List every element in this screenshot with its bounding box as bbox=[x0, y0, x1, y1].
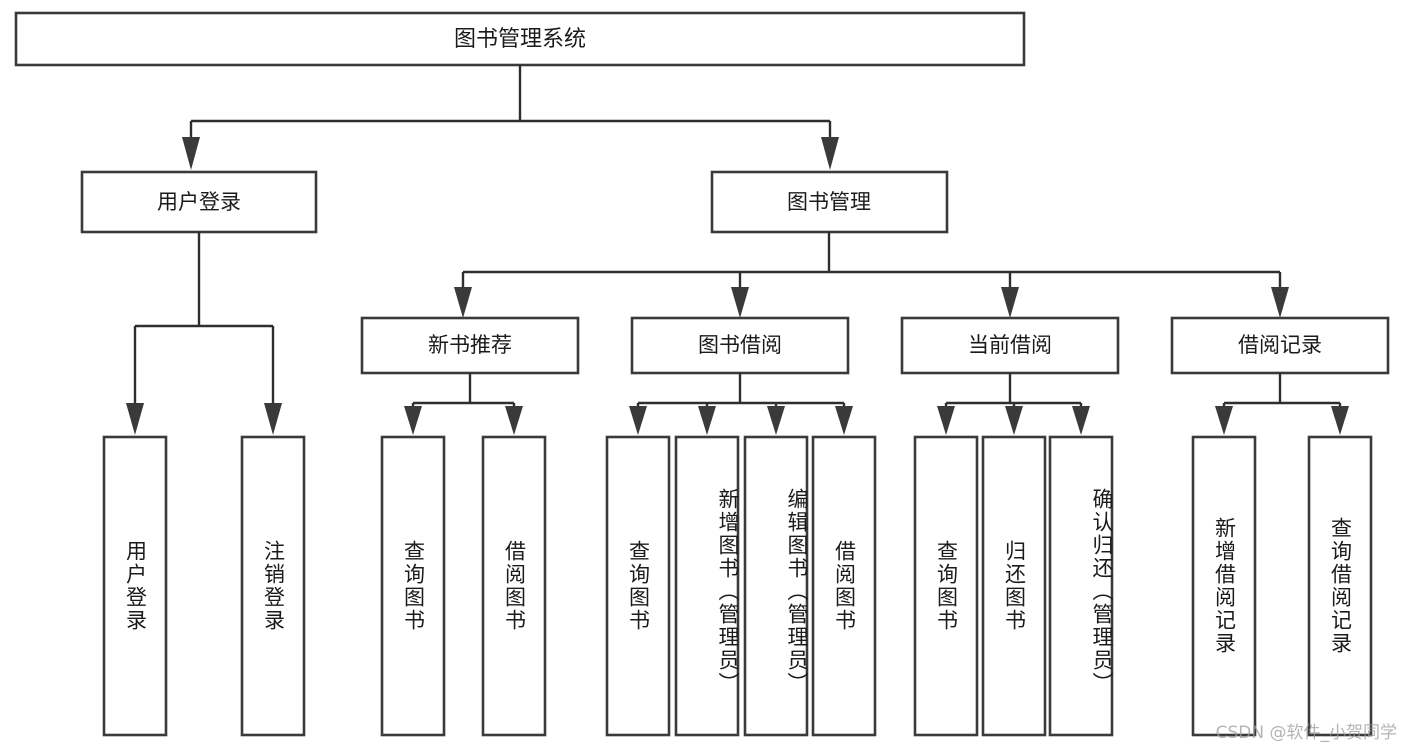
arrow-head-book-borrow bbox=[731, 287, 749, 318]
arrow-head-user-login bbox=[182, 137, 200, 170]
connector-borrow-record-to-leaves bbox=[1215, 373, 1349, 435]
node-root-label: 图书管理系统 bbox=[454, 27, 586, 52]
node-book-borrow-label: 图书借阅 bbox=[698, 333, 782, 357]
leaf-box-new-book-2[interactable] bbox=[481, 435, 547, 737]
arrow-head-leaf-book-borrow-4 bbox=[835, 406, 853, 435]
node-borrow-record[interactable]: 借阅记录 bbox=[1170, 316, 1390, 375]
leaf-box-current-borrow-1[interactable] bbox=[913, 435, 979, 737]
node-root[interactable]: 图书管理系统 bbox=[14, 11, 1026, 67]
node-user-login[interactable]: 用户登录 bbox=[80, 170, 318, 234]
csdn-watermark: CSDN @软件_小贺同学 bbox=[1215, 723, 1397, 743]
arrow-head-leaf-current-borrow-3 bbox=[1072, 406, 1090, 435]
connector-current-borrow-to-leaves bbox=[937, 373, 1090, 435]
arrow-head-leaf-current-borrow-2 bbox=[1005, 406, 1023, 435]
arrow-head-borrow-record bbox=[1271, 287, 1289, 318]
node-new-book-recommend-box[interactable] bbox=[360, 316, 580, 375]
arrow-head-leaf-new-book-2 bbox=[505, 406, 523, 435]
node-current-borrow-box[interactable] bbox=[900, 316, 1120, 375]
arrow-head-leaf-borrow-record-2 bbox=[1331, 406, 1349, 435]
leaf-box-borrow-record-1[interactable] bbox=[1191, 435, 1257, 737]
node-book-manage[interactable]: 图书管理 bbox=[710, 170, 949, 234]
node-current-borrow-label: 当前借阅 bbox=[968, 333, 1052, 357]
arrow-head-leaf-current-borrow-1 bbox=[937, 406, 955, 435]
connector-root-to-level2 bbox=[182, 65, 839, 170]
leaf-box-current-borrow-3[interactable] bbox=[1048, 435, 1114, 737]
arrow-head-current-borrow bbox=[1001, 287, 1019, 318]
leaf-box-borrow-record-2[interactable] bbox=[1307, 435, 1373, 737]
arrow-head-leaf-book-borrow-2 bbox=[698, 406, 716, 435]
arrow-head-leaf-book-borrow-1 bbox=[629, 406, 647, 435]
leaf-box-new-book-1[interactable] bbox=[380, 435, 446, 737]
node-borrow-record-box[interactable] bbox=[1170, 316, 1390, 375]
arrow-head-leaf-book-borrow-3 bbox=[767, 406, 785, 435]
node-new-book-recommend[interactable]: 新书推荐 bbox=[360, 316, 580, 375]
leaf-box-book-borrow-2[interactable] bbox=[674, 435, 740, 737]
arrow-head-leaf-borrow-record-1 bbox=[1215, 406, 1233, 435]
connector-book-borrow-to-leaves bbox=[629, 373, 853, 435]
leaf-box-user-login-2[interactable] bbox=[240, 435, 306, 737]
node-book-manage-label: 图书管理 bbox=[787, 190, 871, 214]
arrow-head-leaf-user-login-1 bbox=[126, 403, 144, 435]
connector-book-manage-to-level3 bbox=[454, 232, 1289, 318]
leaf-box-book-borrow-3[interactable] bbox=[743, 435, 809, 737]
node-book-borrow[interactable]: 图书借阅 bbox=[630, 316, 850, 375]
leaf-box-book-borrow-1[interactable] bbox=[605, 435, 671, 737]
node-new-book-recommend-label: 新书推荐 bbox=[428, 333, 512, 357]
leaf-box-user-login-1[interactable] bbox=[102, 435, 168, 737]
node-root-box[interactable] bbox=[14, 11, 1026, 67]
node-current-borrow[interactable]: 当前借阅 bbox=[900, 316, 1120, 375]
arrow-head-new-book bbox=[454, 287, 472, 318]
node-borrow-record-label: 借阅记录 bbox=[1238, 333, 1322, 357]
leaf-box-current-borrow-2[interactable] bbox=[981, 435, 1047, 737]
arrow-head-leaf-user-login-2 bbox=[264, 403, 282, 435]
node-book-borrow-box[interactable] bbox=[630, 316, 850, 375]
arrow-head-book-manage bbox=[821, 137, 839, 170]
leaf-box-book-borrow-4[interactable] bbox=[811, 435, 877, 737]
connector-user-login-to-leaves bbox=[126, 232, 282, 435]
connector-new-book-to-leaves bbox=[404, 373, 523, 435]
node-user-login-label: 用户登录 bbox=[157, 190, 241, 214]
arrow-head-leaf-new-book-1 bbox=[404, 406, 422, 435]
node-book-manage-box[interactable] bbox=[710, 170, 949, 234]
